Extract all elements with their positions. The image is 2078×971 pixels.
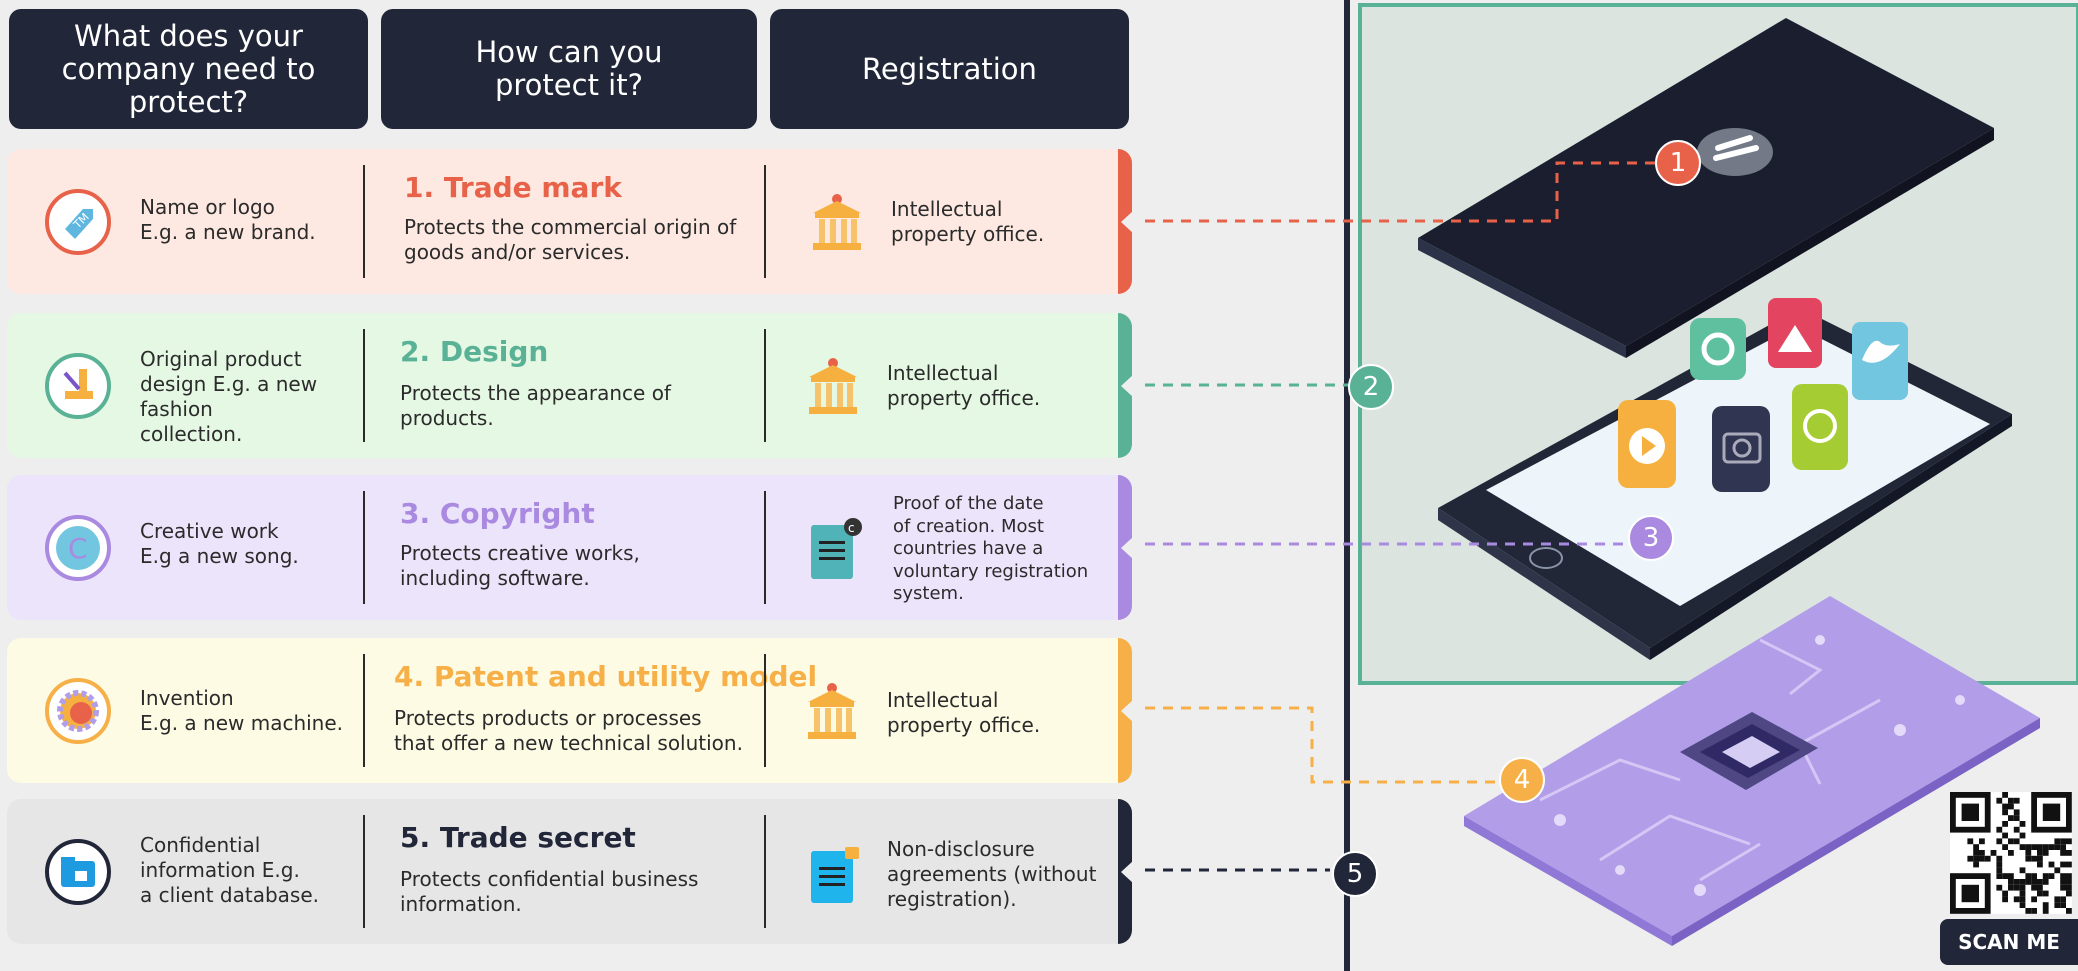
copyright-document-icon: c <box>801 517 865 581</box>
number-badge: 5 <box>1332 851 1378 897</box>
header-how: How can you protect it? <box>381 9 757 129</box>
header-what: What does your company need to protect? <box>9 9 368 129</box>
row-notch <box>1121 375 1132 397</box>
row-title: 2. Design <box>400 335 549 368</box>
protection-row: Confidential information E.g. a client d… <box>7 799 1132 944</box>
row-divider <box>764 165 766 278</box>
row-title: 4. Patent and utility model <box>394 660 818 693</box>
row-notch <box>1121 861 1132 883</box>
row-divider <box>764 654 766 767</box>
row-what-text: Invention E.g. a new machine. <box>140 686 344 735</box>
settings-app-icon <box>1690 318 1746 380</box>
row-description: Protects creative works, including softw… <box>400 541 640 590</box>
row-divider <box>764 815 766 928</box>
row-what-text: Creative work E.g a new song. <box>140 519 299 568</box>
row-description: Protects the commercial origin of goods … <box>404 215 737 264</box>
row-title: 3. Copyright <box>400 497 595 530</box>
row-divider <box>764 329 766 442</box>
row-divider <box>363 165 365 278</box>
row-registration-text: Intellectual property office. <box>887 361 1041 410</box>
camera-app-icon <box>1712 406 1770 492</box>
row-notch <box>1121 700 1132 722</box>
phone-middle-layer <box>1438 298 2012 660</box>
copyright-icon: C <box>43 513 113 583</box>
section-divider <box>1344 0 1350 971</box>
row-what-text: Original product design E.g. a new fashi… <box>140 347 318 446</box>
institution-building-icon <box>801 355 865 419</box>
institution-building-icon <box>800 680 864 744</box>
qr-code <box>1950 792 2072 914</box>
connector-1 <box>1145 161 1660 223</box>
number-badge: 2 <box>1348 364 1394 410</box>
institution-building-icon <box>805 191 869 255</box>
row-divider <box>764 491 766 604</box>
whatsapp-app-icon <box>1792 384 1848 470</box>
protection-row: TM Name or logo E.g. a new brand. 1. Tra… <box>7 149 1132 294</box>
app-icons <box>1618 298 1908 492</box>
row-description: Protects products or processes that offe… <box>394 706 743 755</box>
row-registration-text: Proof of the date of creation. Most coun… <box>893 493 1089 604</box>
row-registration-text: Intellectual property office. <box>891 197 1045 246</box>
row-notch <box>1121 211 1132 233</box>
row-notch <box>1121 537 1132 559</box>
protection-row: Original product design E.g. a new fashi… <box>7 313 1132 458</box>
circuit-board <box>1464 596 2040 946</box>
row-what-text: Confidential information E.g. a client d… <box>140 833 319 907</box>
row-divider <box>363 815 365 928</box>
protection-row: Invention E.g. a new machine. 4. Patent … <box>7 638 1132 783</box>
number-badge: 4 <box>1499 757 1545 803</box>
svg-text:C: C <box>68 532 88 565</box>
row-divider <box>363 329 365 442</box>
number-badge: 3 <box>1628 515 1674 561</box>
row-divider <box>363 654 365 767</box>
row-registration-text: Non-disclosure agreements (without regis… <box>887 837 1097 911</box>
header-registration: Registration <box>770 9 1129 129</box>
locked-folder-icon <box>43 837 113 907</box>
row-what-text: Name or logo E.g. a new brand. <box>140 195 316 244</box>
row-title: 1. Trade mark <box>404 171 622 204</box>
number-badge: 1 <box>1655 140 1701 186</box>
gear-invention-icon <box>43 676 113 746</box>
row-registration-text: Intellectual property office. <box>887 688 1041 737</box>
protection-row: C Creative work E.g a new song. 3. Copyr… <box>7 475 1132 620</box>
scan-me-button[interactable]: SCAN ME <box>1940 919 2078 965</box>
row-description: Protects the appearance of products. <box>400 381 671 430</box>
locked-document-icon <box>801 841 865 905</box>
svg-text:c: c <box>848 521 855 535</box>
row-divider <box>363 491 365 604</box>
connector-4 <box>1145 706 1500 784</box>
phone-top-layer <box>1418 18 1994 358</box>
row-description: Protects confidential business informati… <box>400 867 699 916</box>
ruler-pencil-icon <box>43 351 113 421</box>
row-title: 5. Trade secret <box>400 821 636 854</box>
trademark-tag-icon: TM <box>43 187 113 257</box>
